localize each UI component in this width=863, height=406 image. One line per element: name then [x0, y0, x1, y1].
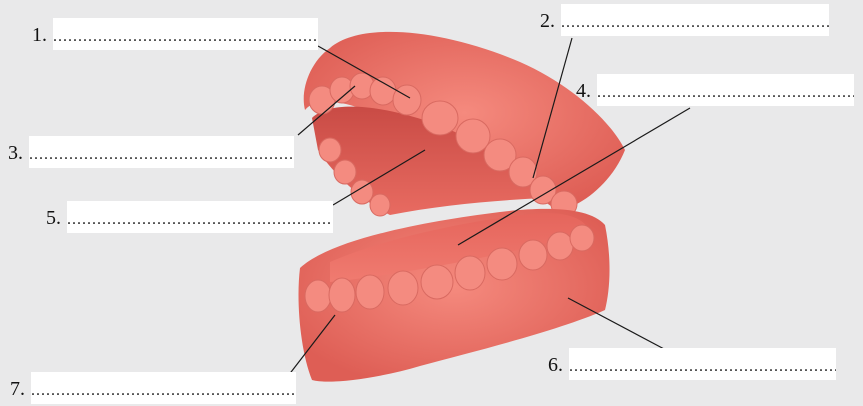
- label-3: 3. .....................................…: [8, 136, 294, 168]
- label-number: 4.: [576, 81, 591, 106]
- label-1: 1. .....................................…: [32, 18, 318, 50]
- answer-blank[interactable]: ........................................…: [597, 74, 854, 106]
- label-number: 6.: [548, 355, 563, 380]
- label-5: 5. .....................................…: [46, 201, 333, 233]
- label-number: 2.: [540, 11, 555, 36]
- label-number: 1.: [32, 25, 47, 50]
- answer-blank[interactable]: ........................................…: [67, 201, 333, 233]
- label-4: 4. .....................................…: [576, 74, 854, 106]
- label-6: 6. .....................................…: [548, 348, 836, 380]
- label-number: 3.: [8, 143, 23, 168]
- label-number: 5.: [46, 208, 61, 233]
- answer-blank[interactable]: ........................................…: [31, 372, 296, 404]
- answer-blank[interactable]: ........................................…: [561, 4, 829, 36]
- answer-blank[interactable]: ........................................…: [53, 18, 318, 50]
- label-2: 2. .....................................…: [540, 4, 829, 36]
- label-number: 7.: [10, 379, 25, 404]
- answer-blank[interactable]: ........................................…: [569, 348, 836, 380]
- answer-blank[interactable]: ........................................…: [29, 136, 294, 168]
- leader-line-6: [568, 298, 666, 350]
- label-7: 7. .....................................…: [10, 372, 296, 404]
